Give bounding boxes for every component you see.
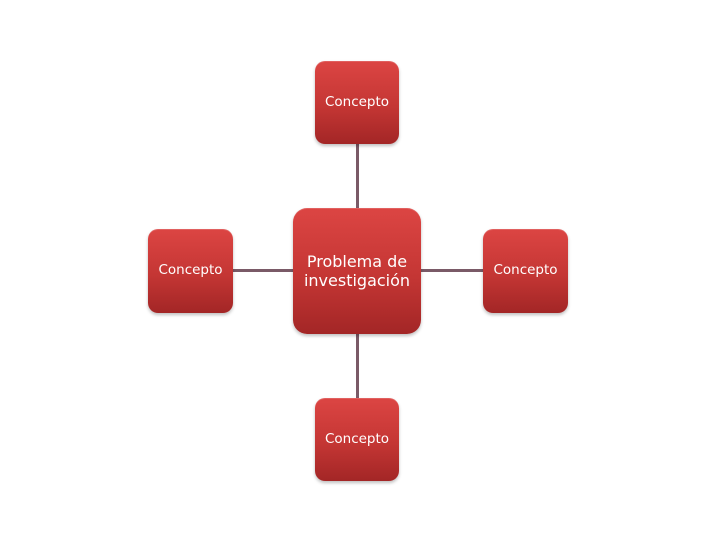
concept-node-left-label: Concepto bbox=[158, 262, 223, 279]
concept-node-top-label: Concepto bbox=[324, 93, 390, 110]
concept-node-left: Concepto bbox=[148, 229, 233, 313]
connector-left bbox=[232, 269, 294, 272]
concept-node-bottom: Concepto bbox=[315, 398, 399, 481]
concept-node-bottom-label: Concepto bbox=[324, 430, 390, 447]
connector-bottom bbox=[356, 333, 359, 400]
research-problem-node: Problema de investigación bbox=[293, 208, 421, 334]
concept-node-top: Concepto bbox=[315, 61, 399, 144]
research-problem-label: Problema de investigación bbox=[303, 251, 411, 290]
connector-top bbox=[356, 143, 359, 209]
concept-node-right-label: Concepto bbox=[493, 262, 558, 279]
concept-node-right: Concepto bbox=[483, 229, 568, 313]
connector-right bbox=[420, 269, 484, 272]
